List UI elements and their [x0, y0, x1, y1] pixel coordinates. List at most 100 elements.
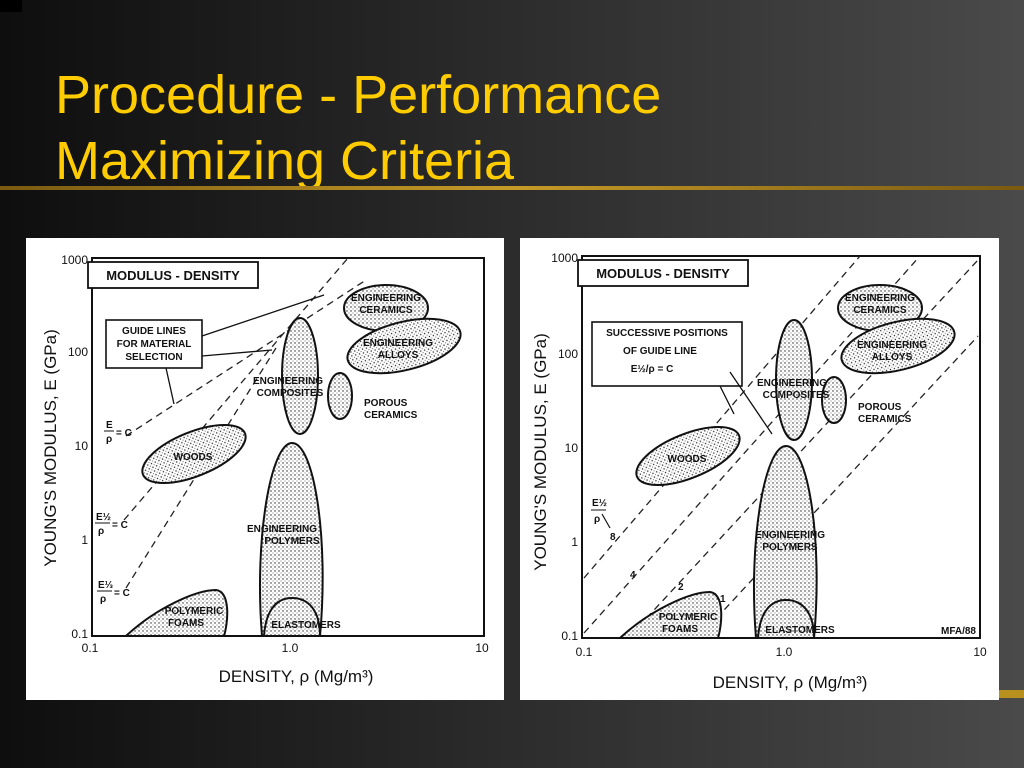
successive-positions-box	[591, 321, 743, 387]
eq-e-third-num: E⅓	[98, 580, 113, 591]
slide-title: Procedure - Performance Maximizing Crite…	[55, 62, 661, 194]
side-eq-arrow	[601, 513, 611, 529]
label-eng-composites-1: ENGINEERING	[253, 376, 323, 387]
region-polymeric-foams	[617, 590, 723, 639]
region-eng-composites	[775, 319, 813, 441]
label-elastomers: ELASTOMERS	[765, 625, 835, 636]
corner-marker	[0, 0, 22, 12]
label-woods: WOODS	[174, 452, 213, 463]
label-eng-ceramics-1: ENGINEERING	[845, 293, 915, 304]
label-eng-ceramics-2: CERAMICS	[359, 305, 413, 316]
side-eq-den: ρ	[594, 514, 600, 525]
y-tick-1: 1	[81, 533, 88, 547]
line-number-1: 1	[720, 594, 726, 605]
eq-e-third-den: ρ	[100, 594, 106, 605]
label-polymeric-foams-1: POLYMERIC	[165, 606, 224, 617]
guide-box-line-2: FOR MATERIAL	[117, 339, 192, 350]
x-axis-label: DENSITY, ρ (Mg/m³)	[219, 667, 374, 686]
chart-title: MODULUS - DENSITY	[106, 268, 240, 283]
y-tick-1: 1	[571, 535, 578, 549]
eq-e-rho-rhs: = C	[116, 428, 132, 439]
guide-line-e-half	[123, 257, 349, 521]
title-line-2: Maximizing Criteria	[55, 131, 515, 191]
label-polymeric-foams-2: FOAMS	[662, 624, 698, 635]
label-eng-alloys-2: ALLOYS	[872, 352, 913, 363]
right-diagram-panel: ENGINEERING CERAMICS ENGINEERING ALLOYS …	[520, 238, 999, 700]
title-line-1: Procedure - Performance	[55, 65, 662, 125]
label-eng-polymers-1: ENGINEERING	[247, 524, 317, 535]
guide-box-line-1: GUIDE LINES	[122, 326, 186, 337]
eq-e-rho-den: ρ	[106, 434, 112, 445]
label-eng-polymers-1: ENGINEERING	[755, 530, 825, 541]
label-porous-ceramics-2: CERAMICS	[858, 414, 912, 425]
label-elastomers: ELASTOMERS	[271, 620, 341, 631]
region-porous-ceramics	[821, 376, 847, 424]
side-eq-num: E½	[592, 498, 607, 509]
y-tick-100: 100	[68, 345, 88, 359]
guide-arrow-2	[201, 349, 273, 357]
x-tick-10: 10	[973, 645, 987, 659]
y-tick-100: 100	[558, 347, 578, 361]
label-porous-ceramics-2: CERAMICS	[364, 410, 418, 421]
guide-arrow-1	[201, 294, 325, 337]
eq-e-half-den: ρ	[98, 526, 104, 537]
label-porous-ceramics-1: POROUS	[364, 398, 408, 409]
right-modulus-density-chart: ENGINEERING CERAMICS ENGINEERING ALLOYS …	[531, 251, 987, 692]
label-eng-polymers-2: POLYMERS	[762, 542, 818, 553]
title-divider	[0, 186, 1024, 190]
eq-e-half-rhs: = C	[112, 520, 128, 531]
region-porous-ceramics	[327, 372, 353, 420]
x-tick-10: 10	[475, 641, 489, 655]
successive-box-line-1: SUCCESSIVE POSITIONS	[606, 328, 728, 339]
successive-arrow-1	[719, 385, 735, 415]
left-diagram-panel: ENGINEERING CERAMICS ENGINEERING ALLOYS …	[26, 238, 504, 700]
guide-line-1	[699, 335, 979, 637]
eq-e-rho-num: E	[106, 420, 113, 431]
line-number-2: 2	[678, 582, 684, 593]
y-axis-label: YOUNG'S MODULUS, E (GPa)	[41, 329, 60, 567]
y-tick-1000: 1000	[551, 251, 578, 265]
label-polymeric-foams-1: POLYMERIC	[659, 612, 718, 623]
successive-box-eq: E½/ρ = C	[631, 364, 674, 375]
chart-title-box	[87, 261, 259, 289]
eq-e-half-num: E½	[96, 512, 111, 523]
x-tick-1.0: 1.0	[776, 645, 793, 659]
label-porous-ceramics-1: POROUS	[858, 402, 902, 413]
label-polymeric-foams-2: FOAMS	[168, 618, 204, 629]
region-elastomers	[756, 598, 816, 639]
successive-box-line-2: OF GUIDE LINE	[623, 346, 697, 357]
eq-e-third-rhs: = C	[114, 588, 130, 599]
y-tick-1000: 1000	[61, 253, 88, 267]
x-tick-1.0: 1.0	[282, 641, 299, 655]
region-polymeric-foams	[123, 588, 229, 637]
region-eng-alloys	[840, 317, 956, 375]
credit-label: MFA/88	[941, 626, 976, 637]
label-eng-composites-1: ENGINEERING	[757, 378, 827, 389]
line-number-8: 8	[610, 532, 616, 543]
successive-arrow-2	[729, 371, 773, 435]
y-tick-0.1: 0.1	[561, 629, 578, 643]
region-woods	[635, 426, 741, 486]
label-eng-alloys-2: ALLOYS	[378, 350, 419, 361]
x-axis-label: DENSITY, ρ (Mg/m³)	[713, 673, 868, 692]
x-tick-0.1: 0.1	[576, 645, 593, 659]
label-eng-composites-2: COMPOSITES	[257, 388, 324, 399]
region-eng-composites	[281, 317, 319, 435]
region-eng-polymers	[259, 441, 324, 637]
line-number-4: 4	[630, 570, 636, 581]
label-eng-alloys-1: ENGINEERING	[363, 338, 433, 349]
label-eng-polymers-2: POLYMERS	[264, 536, 320, 547]
y-tick-0.1: 0.1	[71, 627, 88, 641]
label-woods: WOODS	[668, 454, 707, 465]
label-eng-alloys-1: ENGINEERING	[857, 340, 927, 351]
label-eng-composites-2: COMPOSITES	[763, 390, 830, 401]
chart-title-box	[577, 259, 749, 287]
region-eng-alloys	[346, 317, 462, 375]
left-modulus-density-chart: ENGINEERING CERAMICS ENGINEERING ALLOYS …	[41, 253, 489, 686]
chart-title: MODULUS - DENSITY	[596, 266, 730, 281]
y-axis-label: YOUNG'S MODULUS, E (GPa)	[531, 333, 550, 571]
guide-arrow-3	[165, 367, 175, 405]
guide-line-8	[583, 255, 861, 579]
guide-lines-box	[105, 319, 203, 369]
label-eng-ceramics-2: CERAMICS	[853, 305, 907, 316]
